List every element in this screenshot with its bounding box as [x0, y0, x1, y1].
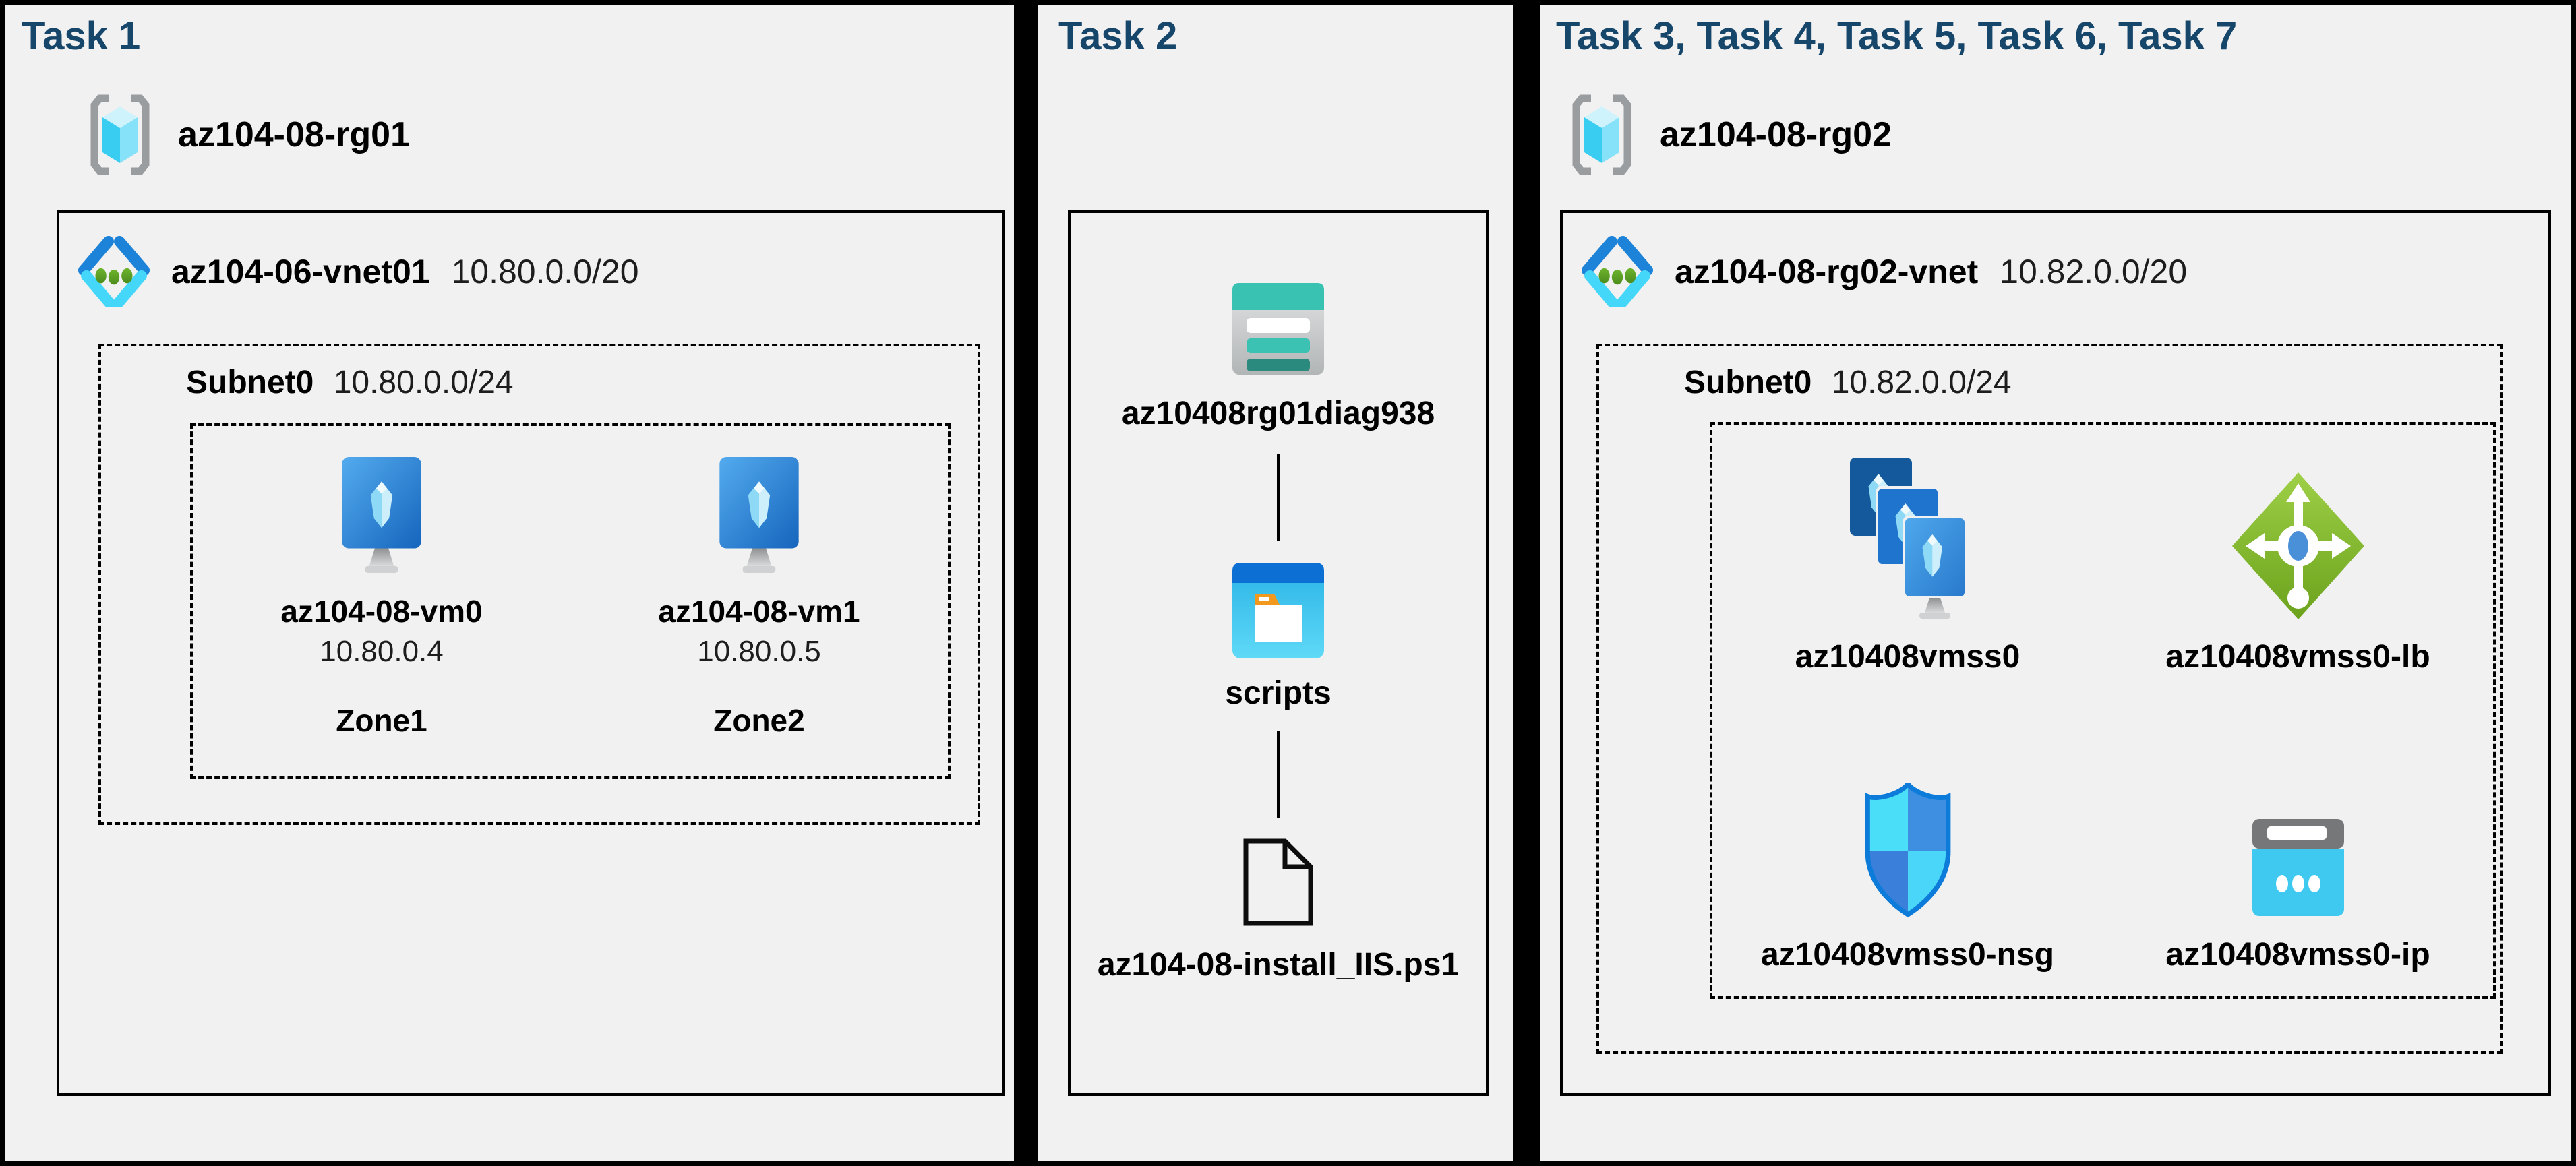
subnet-cidr: 10.82.0.0/24 — [1831, 365, 2012, 400]
vnet-name: az104-06-vnet01 — [171, 253, 430, 290]
public-ip-cell: az10408vmss0-ip — [2103, 710, 2493, 996]
vm-cell: az104-08-vm1 10.80.0.5 Zone2 — [570, 426, 948, 776]
connector-line — [1277, 731, 1280, 818]
resource-group-icon — [1572, 94, 1631, 175]
public-ip-label: az10408vmss0-ip — [2165, 937, 2430, 973]
resource-group-icon — [90, 94, 150, 175]
subnet-box: Subnet0 10.82.0.0/24 — [1596, 344, 2503, 1054]
vm-ip: 10.80.0.4 — [320, 635, 444, 668]
subnet-name: Subnet0 — [1684, 365, 1812, 400]
nsg-icon — [1865, 783, 1950, 918]
nsg-cell: az10408vmss0-nsg — [1712, 710, 2103, 996]
vnet-cidr: 10.80.0.0/20 — [451, 253, 639, 290]
public-ip-icon — [2252, 819, 2344, 916]
virtual-machine-icon — [719, 457, 799, 573]
virtual-network-icon — [78, 236, 150, 307]
zones-box: az104-08-vm0 10.80.0.4 Zone1 az104-08-vm… — [190, 423, 951, 779]
storage-account-label: az10408rg01diag938 — [1121, 396, 1435, 431]
vm-ip: 10.80.0.5 — [697, 635, 821, 668]
vnet-row: az104-08-rg02-vnet 10.82.0.0/20 — [1582, 236, 2187, 307]
vm-cell: az104-08-vm0 10.80.0.4 Zone1 — [193, 426, 570, 776]
virtual-machine-icon — [342, 457, 421, 573]
resource-group-row: az104-08-rg02 — [1568, 92, 1892, 178]
vm-zone: Zone1 — [336, 703, 427, 738]
vnet-row: az104-06-vnet01 10.80.0.0/20 — [78, 236, 639, 307]
nsg-label: az10408vmss0-nsg — [1761, 937, 2054, 973]
resource-group-row: az104-08-rg01 — [86, 92, 410, 178]
resource-group-label: az104-08-rg02 — [1660, 115, 1892, 154]
subnet-name: Subnet0 — [186, 365, 314, 400]
vnet-name: az104-08-rg02-vnet — [1675, 253, 1979, 290]
container-label: scripts — [1225, 675, 1331, 711]
task1-title: Task 1 — [22, 14, 141, 58]
subnet-label: Subnet0 10.80.0.0/24 — [186, 364, 514, 401]
resources-box: az10408vmss0 — [1710, 422, 2496, 999]
panel-task3: Task 3, Task 4, Task 5, Task 6, Task 7 a… — [1540, 5, 2571, 1161]
vnet-cidr: 10.82.0.0/20 — [2000, 253, 2188, 290]
storage-account-icon — [1232, 283, 1324, 375]
vmss-cell: az10408vmss0 — [1712, 425, 2103, 710]
vm-name: az104-08-vm1 — [658, 594, 860, 629]
vnet-label: az104-06-vnet01 10.80.0.0/20 — [171, 252, 639, 291]
script-file-label: az104-08-install_IIS.ps1 — [1097, 947, 1460, 983]
storage-box: az10408rg01diag938 scripts az104-08-inst… — [1068, 210, 1489, 1096]
resource-group-label: az104-08-rg01 — [178, 115, 410, 154]
subnet-box: Subnet0 10.80.0.0/24 az104-08-vm0 10.80.… — [98, 344, 980, 825]
load-balancer-icon — [2231, 472, 2364, 619]
task2-title: Task 2 — [1058, 14, 1178, 58]
vm-name: az104-08-vm0 — [280, 594, 483, 629]
vmss-label: az10408vmss0 — [1795, 639, 2020, 675]
task3-title: Task 3, Task 4, Task 5, Task 6, Task 7 — [1556, 14, 2238, 58]
load-balancer-label: az10408vmss0-lb — [2165, 639, 2430, 675]
file-icon — [1243, 838, 1313, 926]
vnet-box: az104-08-rg02-vnet 10.82.0.0/20 Subnet0 … — [1560, 210, 2551, 1096]
load-balancer-cell: az10408vmss0-lb — [2103, 425, 2493, 710]
panel-task1: Task 1 az104-08-rg01 — [5, 5, 1014, 1161]
vm-zone: Zone2 — [713, 703, 805, 738]
connector-line — [1277, 454, 1280, 541]
subnet-cidr: 10.80.0.0/24 — [333, 365, 514, 400]
blob-container-icon — [1232, 563, 1324, 658]
virtual-network-icon — [1582, 236, 1653, 307]
vnet-box: az104-06-vnet01 10.80.0.0/20 Subnet0 10.… — [57, 210, 1005, 1096]
panel-task2: Task 2 az10408rg01diag938 scripts — [1038, 5, 1513, 1161]
subnet-label: Subnet0 10.82.0.0/24 — [1684, 364, 2012, 401]
vnet-label: az104-08-rg02-vnet 10.82.0.0/20 — [1675, 252, 2187, 291]
vmss-icon — [1849, 458, 1966, 619]
